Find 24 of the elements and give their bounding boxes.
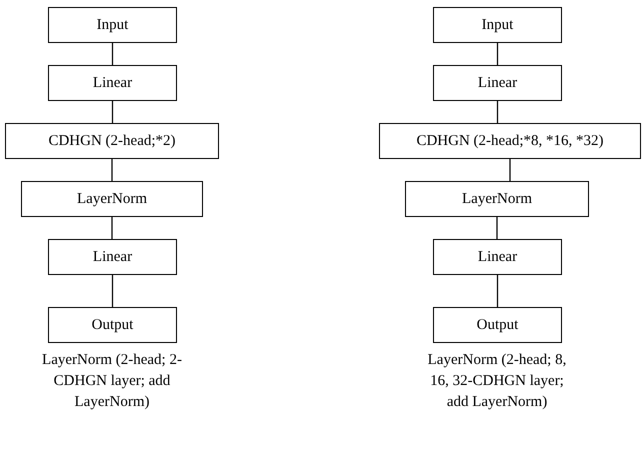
process-box: Linear	[48, 65, 177, 101]
process-box: Linear	[48, 239, 177, 275]
connector-line	[112, 101, 114, 123]
connector-line	[496, 275, 498, 307]
process-box: CDHGN (2-head;*8, *16, *32)	[379, 123, 641, 159]
caption-text: LayerNorm (2-head; 8, 16, 32-CDHGN layer; add LayerNorm)	[426, 351, 568, 412]
connector-line	[509, 159, 511, 181]
connector-line	[111, 217, 113, 239]
process-box: Output	[433, 307, 562, 343]
connector-line	[496, 217, 498, 239]
connector-line	[112, 275, 114, 307]
process-box: LayerNorm	[405, 181, 589, 217]
process-box: Linear	[433, 65, 562, 101]
caption-text: LayerNorm (2-head; 2-CDHGN layer; add LayerNorm)	[41, 351, 183, 412]
connector-line	[111, 159, 113, 181]
connector-line	[496, 101, 498, 123]
process-box: Output	[48, 307, 177, 343]
connector-line	[112, 43, 114, 65]
process-box: Linear	[433, 239, 562, 275]
connector-line	[496, 43, 498, 65]
process-box: CDHGN (2-head;*2)	[5, 123, 219, 159]
process-box: Input	[48, 7, 177, 43]
process-box: LayerNorm	[21, 181, 203, 217]
process-box: Input	[433, 7, 562, 43]
